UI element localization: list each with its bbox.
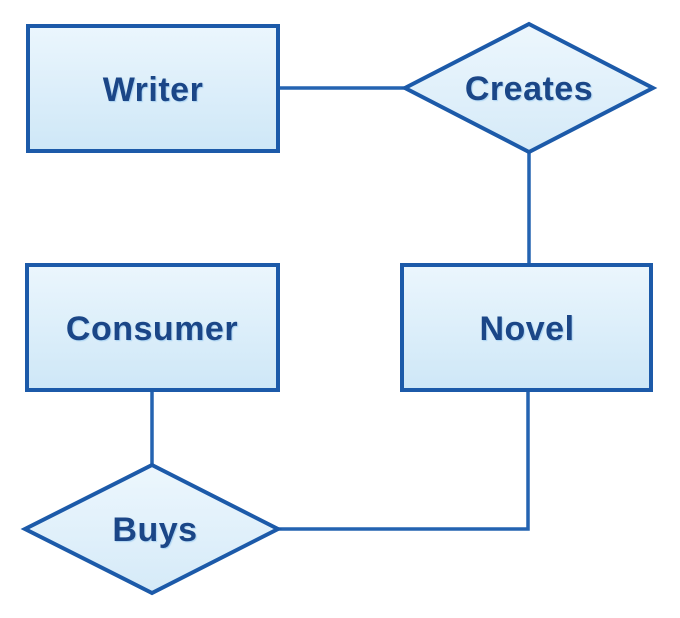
relationship-buys: Buys [20,462,283,596]
relationship-creates-label: Creates [465,70,593,108]
entity-consumer-box [25,263,280,392]
entity-novel-box [400,263,653,392]
entity-writer-label: Writer [103,71,204,109]
connector-layer [150,86,531,531]
entity-consumer-label: Consumer [66,310,238,348]
relationship-creates-diamond [400,21,658,155]
relationship-buys-diamond [20,462,283,596]
entity-writer: Writer [26,24,280,153]
entity-writer-box [26,24,280,153]
entity-novel: Novel [400,263,653,392]
connector-buys-novel [276,390,530,531]
entity-consumer: Consumer [25,263,280,392]
relationship-buys-label: Buys [112,511,197,549]
relationship-creates: Creates [400,21,658,155]
entity-novel-label: Novel [479,310,574,348]
